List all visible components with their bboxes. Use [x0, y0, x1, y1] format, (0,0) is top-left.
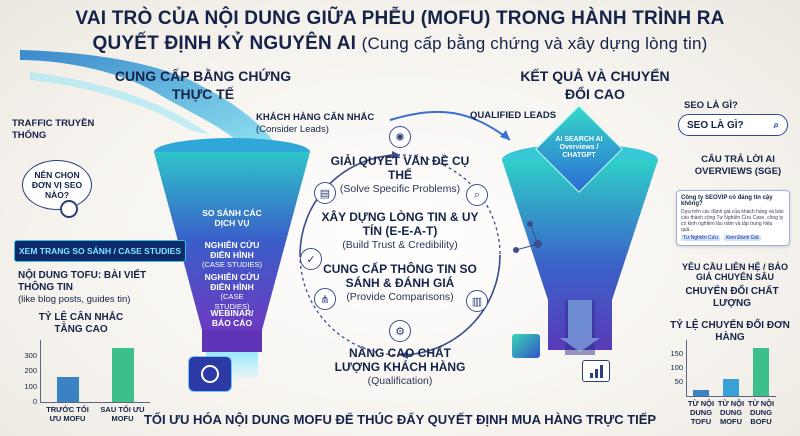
- qualified-leads-label: QUALIFIED LEADS: [470, 110, 557, 121]
- stage-1: SO SÁNH CÁC DỊCH VỤ: [202, 208, 262, 228]
- chart1-xtick-1: SAU TỐI ƯU MOFU: [100, 405, 145, 423]
- chart2-ytick-0: 50: [674, 377, 683, 386]
- search-mini-icon: ⌕: [466, 184, 488, 206]
- chart2-bar-2: [753, 348, 769, 396]
- tofu-label: NỘI DUNG TOFU: BÀI VIẾT THÔNG TIN (like …: [18, 270, 178, 306]
- consider-leads-en: (Consider Leads): [256, 124, 329, 135]
- consider-leads-label: KHÁCH HÀNG CÂN NHẮC (Consider Leads): [256, 112, 376, 136]
- chart1-bar-0: [56, 377, 79, 402]
- left-header: CUNG CẤP BẰNG CHỨNG THỰC TẾ: [114, 68, 292, 102]
- left-funnel: [154, 152, 310, 330]
- cube-icon: [512, 334, 540, 358]
- chart1-x-axis: [40, 402, 150, 403]
- center-item-2: XÂY DỰNG LÒNG TIN & UY TÍN (E-E-A-T) (Bu…: [321, 210, 479, 251]
- tofu-vi: NỘI DUNG TOFU: BÀI VIẾT THÔNG TIN: [18, 270, 147, 293]
- chart1-xtick-0: TRƯỚC TỐI ƯU MOFU: [46, 405, 89, 423]
- chart1-bar-1: [111, 347, 134, 402]
- bar-chart-icon: [582, 360, 610, 382]
- chart1-title: TỶ LỆ CÂN NHẮC TĂNG CAO: [38, 312, 124, 335]
- chart1: TRƯỚC TỐI ƯU MOFU SAU TỐI ƯU MOFU 0 100 200 3…: [24, 340, 150, 423]
- center-item-3: CUNG CẤP THÔNG TIN SO SÁNH & ĐÁNH GIÁ (P…: [323, 262, 477, 303]
- right-header: KẾT QUẢ VÀ CHUYỂN ĐỔI CAO: [520, 68, 670, 102]
- traffic-label: TRAFFIC TRUYỀN THỐNG: [12, 118, 95, 141]
- ai-answer-card: Công ty SEOVIP có đáng tin cậy không? Dự…: [676, 190, 790, 246]
- magnifier-icon: [60, 200, 78, 218]
- search-input-value: SEO LÀ GÌ?: [687, 119, 744, 131]
- card-body: Dựa trên các đánh giá của khách hàng và …: [681, 209, 784, 233]
- mic-icon[interactable]: ⌕: [773, 119, 779, 131]
- document-icon: ▤: [314, 182, 336, 204]
- card-title: Công ty SEOVIP có đáng tin cậy không?: [681, 195, 773, 207]
- chart1-ytick-2: 200: [24, 366, 37, 375]
- chart2-ytick-1: 100: [670, 363, 683, 372]
- search-icon: [201, 365, 219, 383]
- stage-4: WEBINAR/ BÁO CÁO: [210, 308, 254, 328]
- chart2-ytick-2: 150: [670, 349, 683, 358]
- ai-search-text: AI SEARCH AI Overviews / CHATGPT: [555, 136, 603, 159]
- thought-text: NÊN CHỌN ĐƠN VỊ SEO NÀO?: [31, 170, 83, 200]
- chart2-xtick-0: TỪ NỘI DUNG TOFU: [687, 399, 715, 426]
- ai-answer-label: CÂU TRẢ LỜI AI OVERVIEWS (SGE): [694, 154, 782, 177]
- case-studies-banner: XEM TRANG SO SÁNH / CASE STUDIES: [14, 240, 186, 262]
- thought-bubble: NÊN CHỌN ĐƠN VỊ SEO NÀO?: [22, 160, 92, 210]
- footer-caption: TỐI ƯU HÓA NỘI DUNG MOFU ĐỂ THÚC ĐẨY QUY…: [143, 412, 657, 427]
- chart2-bar-1: [723, 379, 739, 396]
- quality-conversion-label: CHUYỂN ĐỔI CHẤT LƯỢNG: [685, 286, 779, 309]
- gear-icon: ⚙: [389, 320, 411, 342]
- title-line-2-sub: (Cung cấp bằng chứng và xây dựng lòng ti…: [361, 34, 708, 53]
- chart-icon: ▥: [466, 290, 488, 312]
- chart2-x-axis: [686, 396, 776, 397]
- center-item-4: NÂNG CAO CHẤT LƯỢNG KHÁCH HÀNG (Qualific…: [334, 346, 466, 387]
- stage-3: NGHIÊN CỨU ĐIỂN HÌNH (CASE STUDIES): [204, 272, 260, 311]
- chart2-y-axis: [686, 340, 687, 396]
- hierarchy-icon: ⋔: [314, 288, 336, 310]
- brain-icon: ✺: [389, 126, 411, 148]
- search-input[interactable]: SEO LÀ GÌ? ⌕: [678, 114, 788, 136]
- chart2-bar-0: [693, 390, 709, 396]
- chart2-title: TỶ LỆ CHUYỂN ĐỔI ĐƠN HÀNG: [670, 320, 790, 343]
- title-line-2: QUYẾT ĐỊNH KỶ NGUYÊN AI (Cung cấp bằng c…: [0, 33, 800, 55]
- consider-leads-vi: KHÁCH HÀNG CÂN NHẮC: [256, 112, 375, 123]
- shield-check-icon: ✓: [300, 248, 322, 270]
- chart1-ytick-0: 0: [32, 397, 37, 406]
- chart1-ytick-3: 300: [24, 350, 37, 360]
- stage-2: NGHIÊN CỨU ĐIỂN HÌNH (CASE STUDIES): [201, 240, 262, 269]
- title-line-1: VAI TRÒ CỦA NỘI DUNG GIỮA PHỄU (MOFU) TR…: [75, 8, 725, 29]
- quote-request-label: YÊU CẦU LIÊN HỆ / BÁO GIÁ CHUYÊN SÂU: [681, 262, 788, 282]
- tofu-en: (like blog posts, guides tin): [18, 294, 131, 305]
- card-tag-1[interactable]: Tư Nghiên Cứu: [681, 235, 720, 241]
- card-tag-2[interactable]: Xem Đánh Giá: [723, 235, 761, 241]
- chart1-ytick-1: 100: [24, 381, 37, 391]
- search-screen: [188, 356, 232, 392]
- center-item-1: GIẢI QUYẾT VẤN ĐỀ CỤ THỂ (Solve Specific…: [330, 154, 470, 195]
- chart1-y-axis: [40, 340, 41, 402]
- banner-text: XEM TRANG SO SÁNH / CASE STUDIES: [19, 245, 181, 256]
- right-funnel: [502, 160, 658, 350]
- title-line-2-bold: QUYẾT ĐỊNH KỶ NGUYÊN AI: [92, 33, 357, 54]
- chart2-xtick-2: TỪ NỘI DUNG BOFU: [747, 399, 775, 426]
- chart2-xtick-1: TỪ NỘI DUNG MOFU: [717, 399, 745, 426]
- seo-question: SEO LÀ GÌ?: [684, 100, 738, 111]
